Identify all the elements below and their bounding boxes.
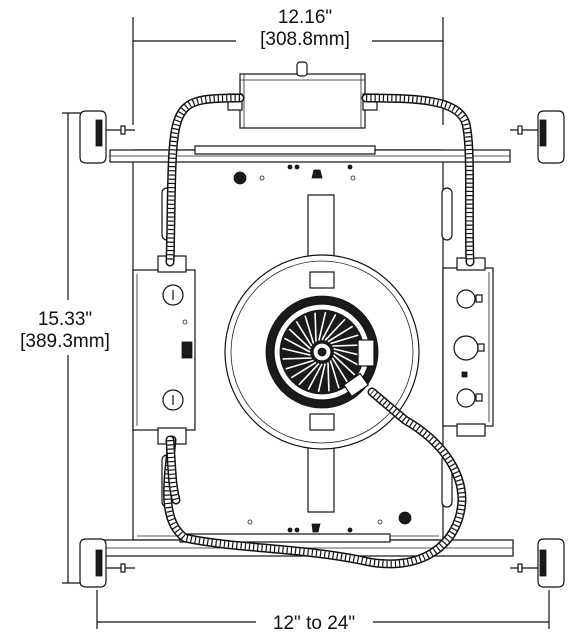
heat-sink-fin: [321, 314, 337, 341]
heat-sink-fin: [298, 363, 320, 386]
top-width-dimension: 12.16" [308.8mm]: [132, 7, 444, 125]
flex-conduit: [163, 93, 475, 569]
bottom-width-label: 12" to 24": [273, 613, 355, 634]
heat-sink-fin: [285, 359, 314, 370]
left-height-mm: [389.3mm]: [20, 331, 110, 352]
heat-sink-fin: [284, 337, 311, 353]
bottom-width-dimension: 12" to 24": [96, 590, 550, 634]
heat-sink-fin: [327, 325, 354, 343]
conduit-segment: [365, 95, 473, 263]
heat-sink-fin: [329, 360, 340, 389]
heat-sink-fin: [330, 334, 359, 345]
conduit-segment: [164, 389, 466, 567]
heat-sink-fin: [331, 357, 349, 384]
top-width-mm: [308.8mm]: [260, 29, 350, 50]
heat-sink-fin: [295, 320, 313, 347]
hanger-clip-bottom-right: [510, 538, 565, 588]
conduit-segment: [167, 437, 179, 503]
heat-sink-fin: [314, 312, 317, 342]
conduit-segment: [167, 95, 243, 265]
left-junction-box: [132, 255, 196, 445]
top-junction-box: [227, 61, 378, 129]
heat-sink-fin: [304, 315, 315, 344]
heat-sink-fin: [327, 362, 330, 392]
top-width-inches: 12.16": [278, 7, 332, 28]
heat-sink-fin: [290, 361, 317, 379]
heat-sink-fin: [333, 354, 356, 376]
right-junction-box: [442, 257, 494, 437]
hanger-clip-top-right: [510, 110, 565, 164]
heat-sink-fin: [333, 351, 360, 367]
heat-sink-fin: [332, 344, 362, 347]
hanger-clip-bottom-left: [79, 538, 135, 588]
heat-sink-fin: [318, 311, 327, 341]
heat-sink-fin: [282, 357, 312, 360]
heat-sink-fin: [317, 363, 326, 393]
left-height-dimension: 15.33" [389.3mm]: [20, 112, 110, 584]
heat-sink-fin: [307, 363, 323, 390]
heat-sink-fin: [324, 318, 346, 341]
left-height-inches: 15.33": [38, 309, 92, 330]
heat-sink-fins: [281, 311, 363, 393]
heat-sink-fin: [288, 328, 311, 350]
hanger-clip-top-left: [79, 110, 135, 164]
socket-center: [309, 271, 375, 431]
heat-sink-fin: [333, 348, 363, 357]
heat-sink-fin: [281, 347, 311, 356]
